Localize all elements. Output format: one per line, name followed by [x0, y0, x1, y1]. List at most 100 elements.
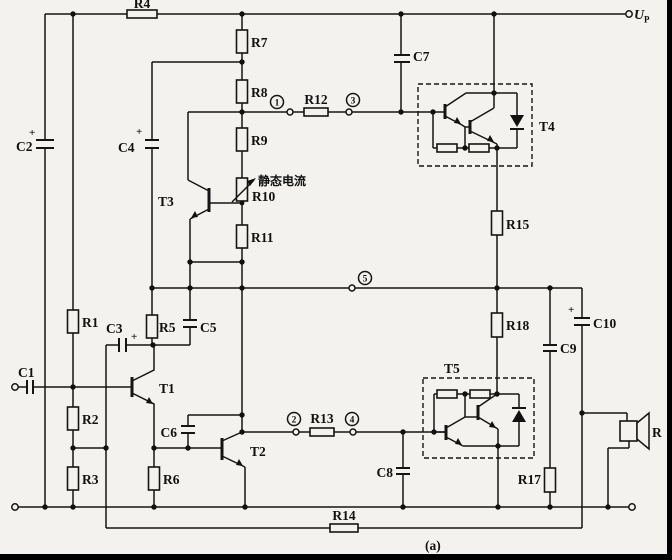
t5-internal-resistor-1: [436, 389, 458, 399]
terminals: [11, 10, 636, 511]
resistor-R3-body: [66, 466, 80, 491]
resistor-R3-label: R3: [82, 472, 99, 487]
transistor-T1-label: T1: [159, 381, 175, 396]
bottom-edge-bar: [0, 554, 672, 560]
input-ground-terminal: [11, 503, 19, 511]
capacitor-C6-plates: [181, 425, 195, 434]
resistor-R18-body: [490, 312, 504, 338]
resistor-R13-body: [309, 427, 335, 437]
capacitor-C2-plates: [36, 139, 54, 149]
output-ground-terminal: [628, 503, 636, 511]
t1-emitter-arrow: [146, 397, 153, 404]
t1-wires: [131, 345, 155, 448]
resistor-R14-label: R14: [332, 508, 355, 523]
transistor-T5-label: T5: [444, 361, 460, 376]
speaker: [619, 411, 650, 451]
bootstrap-wire: [151, 61, 242, 288]
resistor-R7-body: [235, 29, 249, 54]
t5-q2-emitter-arrow: [489, 421, 496, 428]
t4-internal-resistor-1: [436, 143, 458, 153]
node-1-label: 1: [275, 99, 280, 109]
power-subscript: P: [644, 15, 650, 25]
plus-sign-C10: +: [568, 304, 574, 316]
t4-q2-emitter-arrow: [487, 135, 494, 142]
plus-sign-C2: +: [29, 127, 35, 139]
node-4-label: 4: [350, 416, 355, 426]
capacitor-C1-label: C1: [18, 365, 35, 380]
resistor-R8-body: [235, 79, 249, 104]
plus-sign-C4: +: [136, 126, 142, 138]
capacitor-C8-plates: [396, 467, 410, 475]
capacitor-plates: [26, 54, 590, 475]
capacitor-C5-label: C5: [200, 320, 217, 335]
capacitor-C3-plates: [118, 338, 127, 352]
node4-connector: [349, 428, 357, 436]
node5-connector: [348, 284, 356, 292]
resistor-R1-body: [66, 309, 80, 334]
t3-wires: [187, 111, 242, 345]
capacitor-C9-plates: [543, 344, 557, 352]
node-4-badge: [344, 411, 360, 427]
transistors: [130, 104, 496, 466]
resistor-R6-label: R6: [163, 472, 180, 487]
transistor-T2-label: T2: [250, 444, 266, 459]
resistor-R18-label: R18: [506, 318, 529, 333]
capacitor-C10-label: C10: [593, 316, 616, 331]
resistor-R4-label: R4: [134, 0, 151, 11]
node-3-label: 3: [351, 97, 356, 107]
resistor-R2-body: [66, 406, 80, 431]
capacitor-C1-plates: [26, 380, 34, 394]
t4-internal-resistor-2: [468, 143, 490, 153]
capacitor-C10-plates: [574, 317, 590, 326]
resistor-R14-body: [329, 523, 359, 533]
resistor-R17-body: [543, 467, 557, 493]
t2-wires: [154, 431, 246, 507]
node1-connector: [286, 108, 294, 116]
resistor-R7-label: R7: [251, 35, 268, 50]
node-badges: 1 2 3 4 5: [269, 92, 373, 427]
feedback-node-wire: [73, 344, 190, 528]
capacitor-C4-plates: [145, 139, 159, 149]
node2-connector: [292, 428, 300, 436]
node-5-label: 5: [363, 275, 368, 285]
resistor-R4-body: [126, 9, 158, 19]
t4-module-box: [417, 83, 533, 167]
resistor-R12-label: R12: [304, 92, 327, 107]
capacitor-C7-label: C7: [413, 49, 430, 64]
t5-q1-emitter-arrow: [455, 438, 462, 445]
power-terminal: [625, 10, 633, 18]
t4-diode: [510, 115, 524, 127]
resistor-R1-label: R1: [82, 315, 99, 330]
t4-q1-emitter-arrow: [454, 117, 461, 124]
resistor-R17-label: R17: [518, 472, 541, 487]
junction-dots: [42, 11, 611, 510]
diodes: [510, 115, 526, 422]
right-edge-bar: [667, 0, 672, 560]
resistor-bodies: [66, 9, 557, 533]
capacitor-C7-plates: [394, 54, 410, 63]
capacitor-C2-label: C2: [16, 139, 33, 154]
resistor-R8-label: R8: [251, 85, 268, 100]
resistor-R12-body: [303, 107, 329, 117]
resistor-R10-label: R10: [252, 189, 275, 204]
node-3-badge: [345, 92, 361, 108]
speaker-label: R: [652, 425, 662, 440]
speaker-wires: [582, 412, 630, 507]
plus-sign-C3: +: [131, 331, 137, 343]
capacitor-C5-plates: [183, 319, 197, 328]
node-5-badge: [357, 270, 373, 286]
t5-diode: [512, 410, 526, 422]
t2-emitter-arrow: [236, 459, 243, 466]
resistor-R15-label: R15: [506, 217, 529, 232]
speaker-body: [619, 420, 638, 442]
speaker-cone: [636, 411, 650, 451]
resistor-R11-body: [235, 224, 249, 249]
transistor-T3-label: T3: [158, 194, 174, 209]
resistor-R9-label: R9: [251, 133, 268, 148]
resistor-R10-body: [235, 177, 249, 202]
input-terminal: [11, 383, 19, 391]
capacitor-C3-label: C3: [106, 321, 123, 336]
quiescent-current-label: 静态电流: [258, 173, 306, 188]
transistor-T4-label: T4: [539, 119, 555, 134]
